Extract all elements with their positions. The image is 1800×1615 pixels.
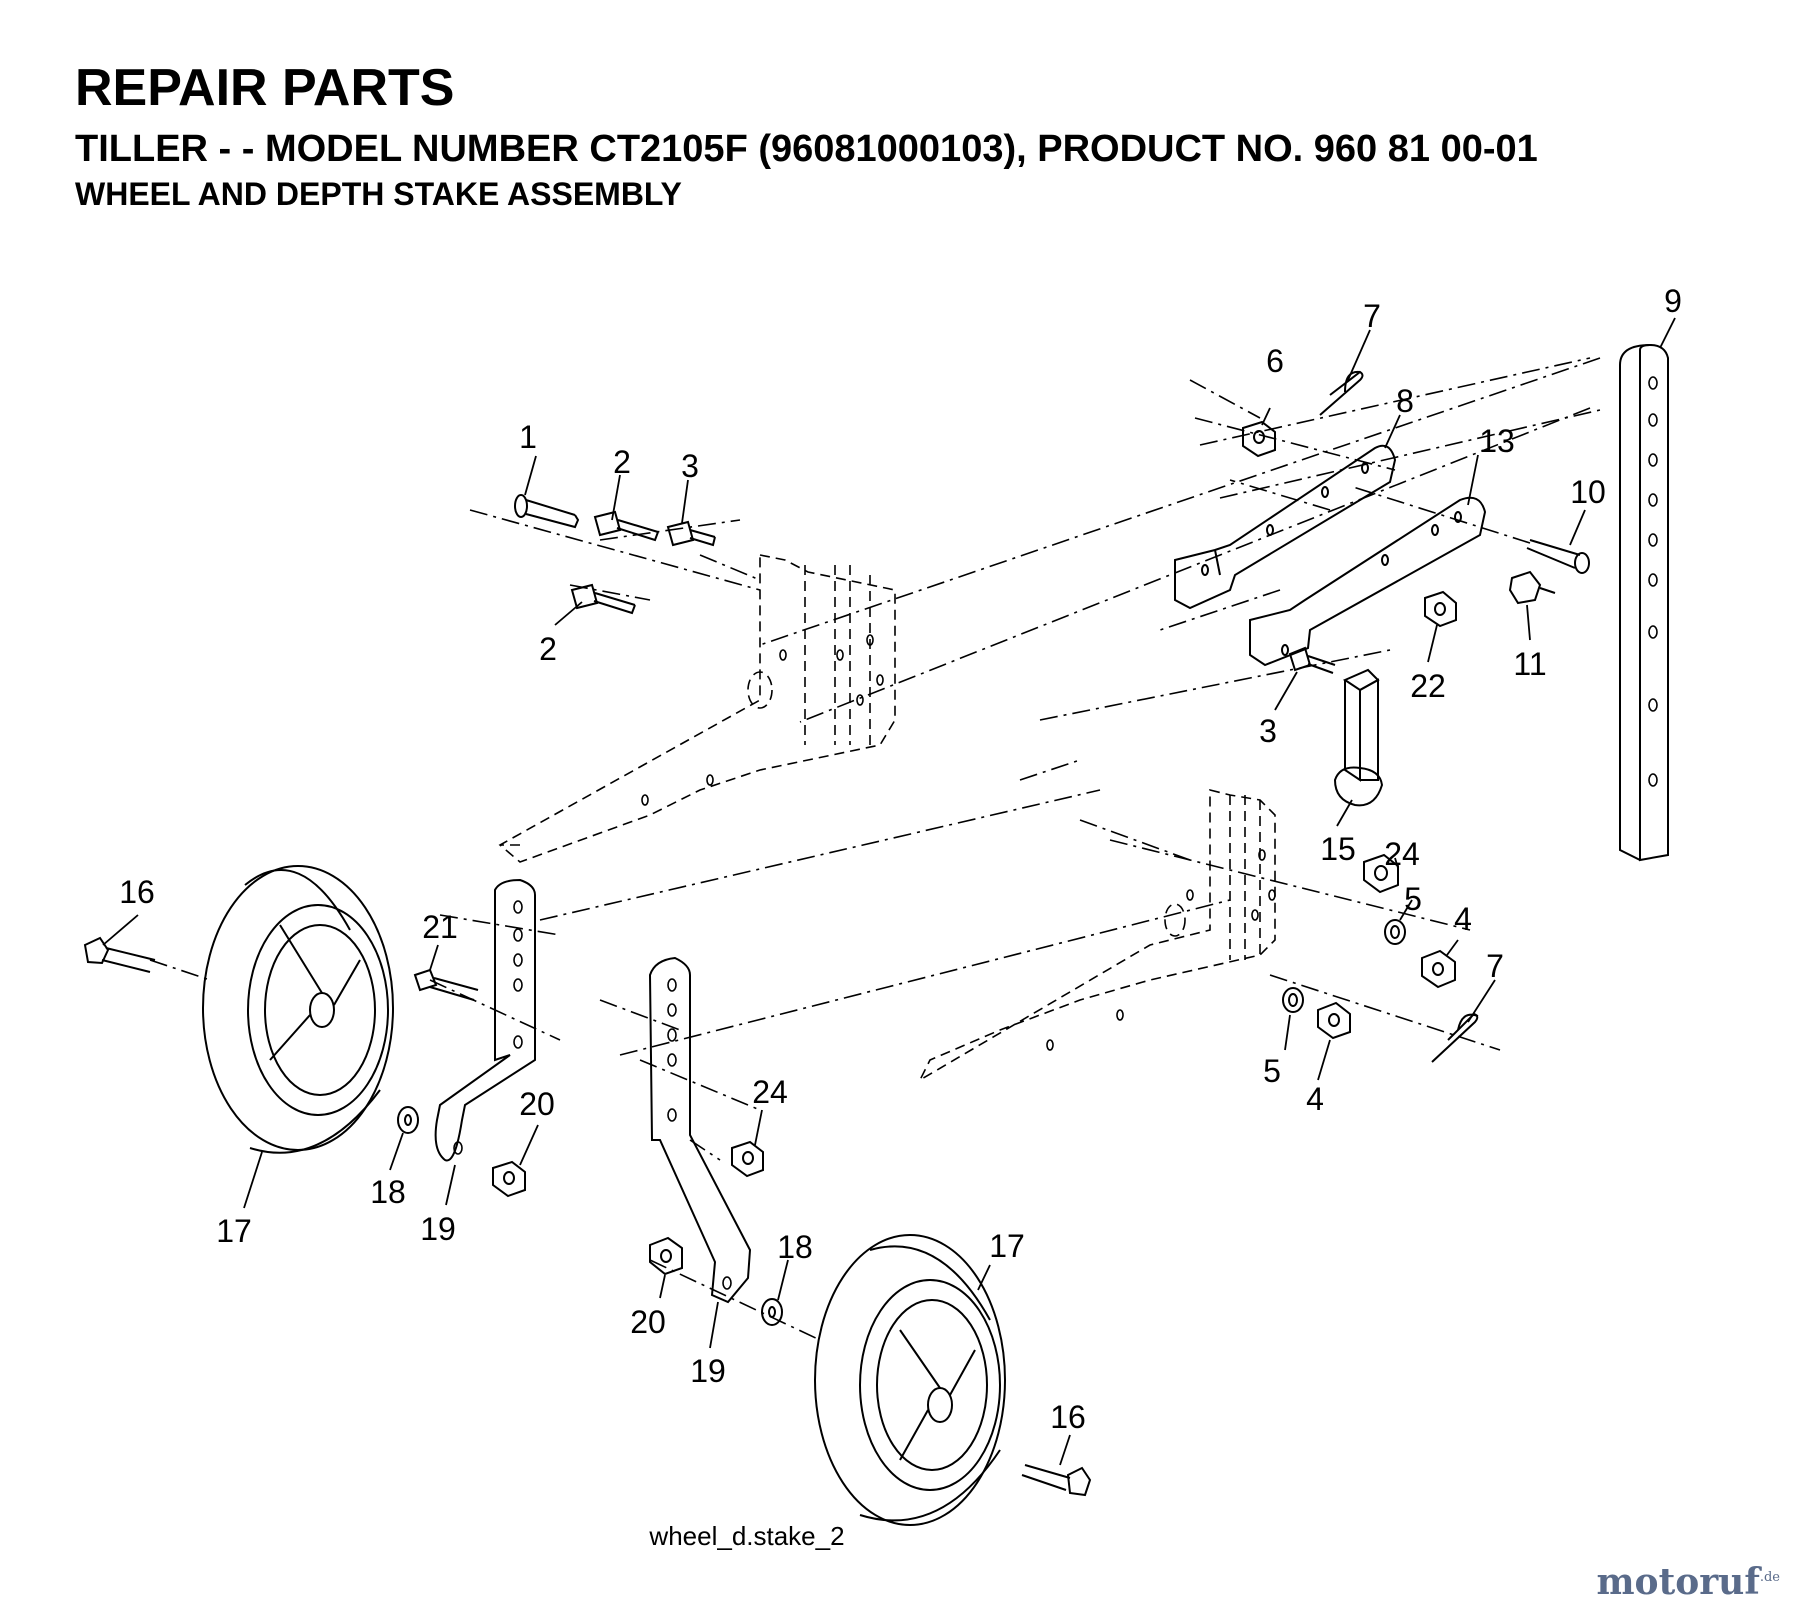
callout-18-right: 18	[777, 1229, 813, 1265]
flange-nut-part-24-right	[1363, 853, 1399, 894]
wheel-bolt-part-16-right	[1021, 1464, 1092, 1497]
bolt-part-3-lower	[1288, 646, 1336, 674]
diagram-caption: wheel_d.stake_2	[648, 1521, 844, 1551]
callout-1: 1	[519, 419, 537, 455]
lock-washer-part-5-right	[1384, 919, 1406, 945]
callout-19-left: 19	[420, 1211, 456, 1247]
callout-labels: 1 2 3 2 6 7 8 9 13 10 11 22 3 15 24 5 4 …	[119, 283, 1682, 1435]
clevis-pin-part-1	[514, 494, 580, 529]
callout-10: 10	[1570, 474, 1606, 510]
callout-5-left: 5	[1263, 1053, 1281, 1089]
callout-17-right: 17	[989, 1228, 1025, 1264]
watermark-text: motoruf	[1596, 1561, 1760, 1603]
callout-3-lower: 3	[1259, 713, 1277, 749]
wheel-part-17-right	[814, 1234, 1006, 1526]
bolt-part-3-upper	[666, 520, 716, 547]
callout-13: 13	[1479, 423, 1515, 459]
callout-18-left: 18	[370, 1174, 406, 1210]
wheel-bracket-part-19-left	[434, 878, 536, 1162]
callout-16-upper: 16	[119, 874, 155, 910]
callout-19-right: 19	[690, 1353, 726, 1389]
section-title: WHEEL AND DEPTH STAKE ASSEMBLY	[75, 176, 682, 212]
callout-16-lower: 16	[1050, 1399, 1086, 1435]
callout-24-right: 24	[1384, 836, 1420, 872]
hex-nut-part-22	[1424, 590, 1457, 628]
callout-5-right: 5	[1404, 881, 1422, 917]
bolt-part-11	[1508, 570, 1556, 605]
hair-pin-part-7-lower	[1431, 1012, 1479, 1063]
callout-11: 11	[1513, 646, 1546, 682]
alignment-lines	[149, 357, 1601, 1341]
frame-holes-right	[1046, 849, 1276, 1051]
callout-24-left: 24	[752, 1074, 788, 1110]
callout-7-lower: 7	[1486, 948, 1504, 984]
pin-part-10	[1526, 539, 1590, 574]
frame-bracket-right	[918, 788, 1276, 1083]
page-title: REPAIR PARTS	[75, 59, 455, 117]
callout-2-lower: 2	[539, 631, 557, 667]
wheel-bracket-part-19-right	[648, 956, 752, 1304]
hex-nut-part-6	[1242, 420, 1276, 458]
hex-nut-part-4-left	[1317, 1001, 1351, 1040]
callout-3-upper: 3	[681, 448, 699, 484]
bolt-part-21	[413, 968, 479, 1001]
hex-nut-part-20-left	[492, 1160, 526, 1198]
callout-17-left: 17	[216, 1213, 252, 1249]
leader-lines	[102, 317, 1676, 1466]
callout-8: 8	[1396, 383, 1414, 419]
washer-part-18-right	[761, 1298, 783, 1326]
hair-pin-part-7-upper	[1319, 370, 1364, 416]
callout-21: 21	[422, 909, 458, 945]
callout-4-right: 4	[1454, 901, 1472, 937]
bolt-part-2-upper	[593, 510, 659, 542]
frame-bracket-left	[498, 554, 896, 863]
callout-9: 9	[1664, 283, 1682, 319]
callout-4-left: 4	[1306, 1081, 1324, 1117]
flange-nut-part-24-left	[731, 1140, 764, 1178]
hex-nut-part-4-right	[1421, 949, 1456, 989]
depth-stake-bracket-part-8	[1174, 444, 1397, 610]
callout-20-left: 20	[519, 1086, 555, 1122]
callout-7-upper: 7	[1363, 298, 1381, 334]
hex-nut-part-20-right	[649, 1236, 683, 1276]
callout-22: 22	[1410, 668, 1446, 704]
depth-stake-bracket-part-13	[1249, 496, 1487, 667]
watermark-suffix: .de	[1759, 1570, 1780, 1585]
bolt-part-2-lower	[570, 583, 636, 615]
frame-holes-left	[641, 634, 884, 806]
washer-part-18-left	[397, 1106, 419, 1134]
callout-20-right: 20	[630, 1304, 666, 1340]
stake-clip-part-15	[1333, 668, 1384, 807]
depth-stake-part-9	[1619, 343, 1669, 862]
callout-15: 15	[1320, 831, 1356, 867]
wheel-part-17-left	[202, 865, 394, 1154]
watermark-logo: motoruf.de	[1596, 1561, 1780, 1603]
callout-2-upper: 2	[613, 444, 631, 480]
model-subtitle: TILLER - - MODEL NUMBER CT2105F (9608100…	[75, 128, 1538, 170]
lock-washer-part-5-left	[1282, 987, 1304, 1013]
wheel-bolt-part-16-left	[83, 936, 156, 973]
callout-6: 6	[1266, 343, 1284, 379]
